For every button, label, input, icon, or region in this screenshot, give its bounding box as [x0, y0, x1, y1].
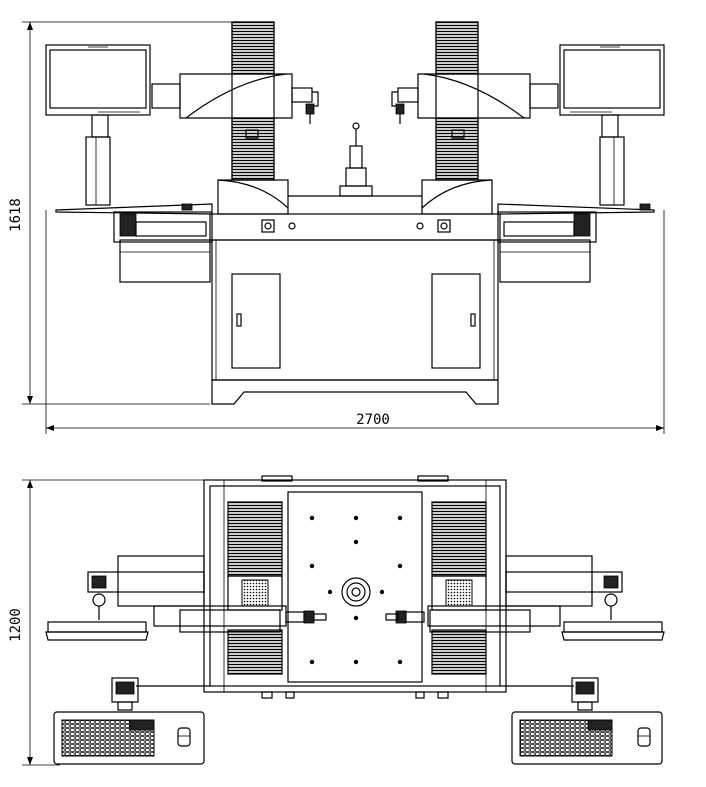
left-shelf — [55, 203, 213, 283]
rotary-table-icon — [341, 577, 371, 607]
right-switch-icon — [437, 219, 451, 233]
right-button-icon — [416, 222, 424, 230]
depth-dimension: 1200 — [8, 479, 210, 766]
right-mouse-icon — [637, 727, 651, 747]
left-column-top — [153, 501, 327, 675]
left-door-handle-icon — [236, 313, 242, 327]
left-keyboard-station — [53, 677, 205, 765]
left-monitor — [45, 44, 151, 206]
left-door — [231, 273, 281, 369]
right-column-top — [385, 501, 561, 675]
depth-dimension-label: 1200 — [8, 608, 24, 642]
table-holes — [309, 515, 403, 665]
right-monitor — [559, 44, 665, 206]
granite-table — [287, 491, 423, 683]
center-fixture — [288, 122, 422, 197]
right-keyboard-station — [511, 677, 663, 765]
left-switch-icon — [261, 219, 275, 233]
left-button-icon — [288, 222, 296, 230]
top-view: 1200 — [8, 475, 665, 766]
right-shelf — [497, 203, 655, 283]
front-view: 1618 2700 — [8, 21, 665, 434]
height-dimension-label: 1618 — [8, 198, 24, 232]
left-column — [151, 21, 319, 215]
width-dimension: 2700 — [45, 210, 665, 434]
right-door — [431, 273, 481, 369]
width-dimension-label: 2700 — [356, 412, 390, 428]
left-mouse-icon — [177, 727, 191, 747]
height-dimension: 1618 — [8, 21, 232, 405]
right-side-extension — [505, 555, 665, 641]
left-side-extension — [45, 555, 205, 641]
main-cabinet — [209, 213, 501, 405]
right-door-handle-icon — [470, 313, 476, 327]
right-column — [391, 21, 559, 215]
